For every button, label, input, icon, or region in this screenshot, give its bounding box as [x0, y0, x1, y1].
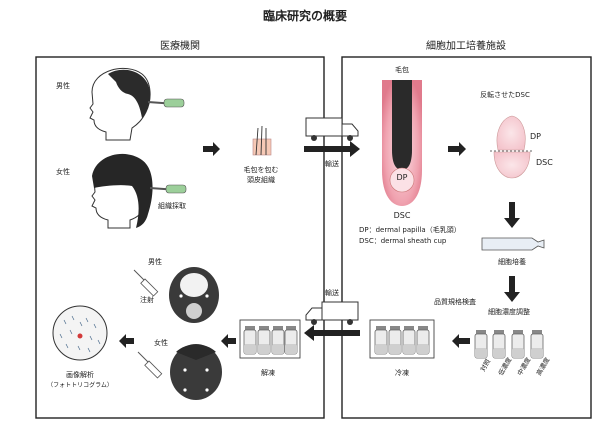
arrow-transport-top — [304, 141, 360, 157]
concentration-vials — [474, 329, 544, 359]
follicle-label: 毛包 — [395, 65, 409, 74]
vial-label-high: 高濃度 — [534, 355, 552, 377]
arrow-to-freeze — [452, 334, 470, 348]
qc-label: 品質規格検査 — [434, 297, 476, 306]
legend-dsc: DSC：dermal sheath cup — [359, 237, 447, 245]
male-scalp-label: 男性 — [148, 257, 162, 266]
culture-label: 細胞培養 — [498, 257, 526, 266]
inverted-dsc-side-label: DSC — [536, 158, 553, 167]
vial-high — [530, 329, 544, 359]
hair-follicle-illustration — [382, 80, 422, 206]
inverted-dsc-illustration — [490, 115, 534, 179]
inverted-dp-label: DP — [530, 132, 541, 141]
tissue-label-line2: 頭皮組織 — [247, 175, 275, 184]
thaw-label: 解凍 — [261, 368, 275, 377]
arrow-to-concentration — [504, 276, 520, 302]
tissue-label-line1: 毛包を包む — [244, 165, 279, 174]
syringe-lower — [137, 351, 163, 379]
diagram-title: 臨床研究の概要 — [263, 8, 347, 23]
arrow-to-culture — [504, 202, 520, 228]
frozen-vials-tray — [369, 319, 435, 359]
male-scalp-top-view — [169, 267, 219, 323]
transport-top-label: 輸送 — [325, 159, 339, 168]
arrow-transport-bottom — [304, 325, 360, 341]
female-scalp-top-view — [170, 344, 222, 400]
follicle-dsc-label: DSC — [394, 211, 411, 220]
analysis-label: 画像解析 — [66, 370, 94, 379]
syringe-upper — [133, 269, 159, 297]
female-label: 女性 — [56, 167, 70, 176]
vial-label-low: 低濃度 — [496, 355, 514, 377]
biopsy-label: 組織採取 — [158, 201, 186, 210]
analysis-sub-label: （フォトトリコグラム） — [47, 381, 113, 389]
conc-adjust-label: 細胞濃度調整 — [488, 307, 530, 316]
image-analysis-illustration — [52, 305, 108, 361]
vial-control — [474, 329, 488, 359]
transport-truck-bottom — [305, 301, 359, 325]
arrow-to-analysis — [119, 334, 134, 348]
male-label: 男性 — [56, 81, 70, 90]
vial-label-mid: 中濃度 — [515, 355, 533, 377]
freeze-label: 冷凍 — [395, 368, 409, 377]
vial-low — [492, 329, 506, 359]
right-panel-frame — [341, 56, 592, 419]
transport-truck-top — [305, 117, 359, 141]
culture-flask-illustration — [481, 237, 545, 251]
female-scalp-label: 女性 — [154, 338, 168, 347]
arrow-to-tissue — [203, 142, 220, 156]
left-panel-frame — [35, 56, 325, 419]
vial-mid — [511, 329, 525, 359]
injection-label: 注射 — [140, 295, 154, 304]
scalp-tissue-illustration — [252, 125, 272, 156]
arrow-from-thaw — [221, 334, 236, 348]
female-head-illustration — [91, 153, 187, 229]
inverted-dsc-label: 反転させたDSC — [480, 90, 530, 99]
vial-label-control: 対照 — [478, 357, 493, 373]
right-panel-heading: 細胞加工培養施設 — [426, 39, 506, 52]
arrow-to-inverted-dsc — [448, 142, 466, 156]
legend-dp: DP：dermal papilla（毛乳頭） — [359, 225, 461, 234]
male-head-illustration — [89, 67, 185, 141]
follicle-dp-label: DP — [397, 173, 408, 182]
transport-bottom-label: 輸送 — [325, 288, 339, 297]
thawed-vials-tray — [239, 319, 301, 359]
left-panel-heading: 医療機関 — [160, 39, 200, 52]
